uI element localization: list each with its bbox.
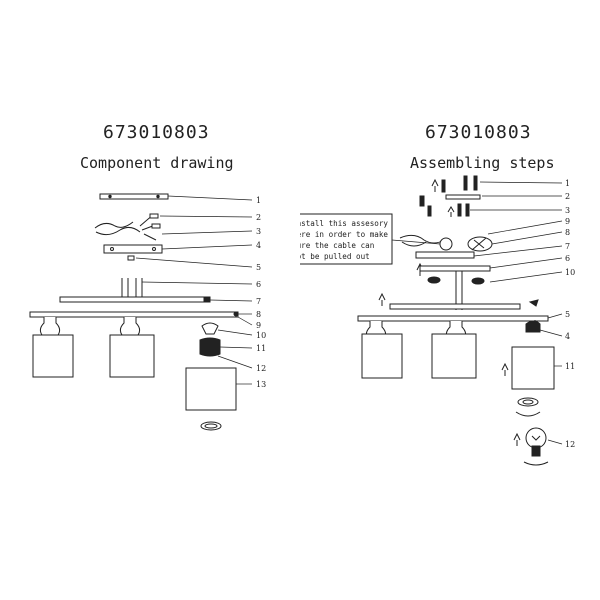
callout-4: 4 xyxy=(565,332,570,341)
callout-13: 13 xyxy=(256,380,266,389)
callout-1: 1 xyxy=(256,196,261,205)
wiring-connector xyxy=(94,213,161,241)
leader-lines xyxy=(391,181,563,445)
assembling-steps-panel: 673010803 Assembling steps xyxy=(300,0,600,600)
shades-left xyxy=(32,317,237,431)
note-line-4: not be pulled out xyxy=(300,252,370,261)
screws-arrows xyxy=(419,175,481,217)
component-drawing-panel: 673010803 Component drawing xyxy=(29,122,266,431)
callout-9: 9 xyxy=(565,217,570,226)
note-line-2: here in order to make xyxy=(300,230,388,239)
note-line-3: sure the cable can xyxy=(300,241,374,250)
callout-10: 10 xyxy=(256,331,266,340)
callout-3: 3 xyxy=(256,227,261,236)
callout-12: 12 xyxy=(256,364,266,373)
component-exploded-view xyxy=(29,193,253,431)
callout-2: 2 xyxy=(565,192,570,201)
note-line-1: Install this assesory xyxy=(300,219,388,228)
callout-7: 7 xyxy=(256,297,261,306)
callout-9: 9 xyxy=(256,321,261,330)
callout-8: 8 xyxy=(565,228,570,237)
callout-3: 3 xyxy=(565,206,570,215)
callout-6: 6 xyxy=(565,254,570,263)
callout-2: 2 xyxy=(256,213,261,222)
callout-8: 8 xyxy=(256,310,261,319)
callout-12: 12 xyxy=(565,440,575,449)
leader-lines xyxy=(135,195,253,385)
callout-7: 7 xyxy=(565,242,570,251)
model-number: 673010803 xyxy=(103,122,210,143)
callout-11: 11 xyxy=(565,362,575,371)
panel-title: Assembling steps xyxy=(410,154,555,172)
callout-10: 10 xyxy=(565,268,575,277)
callout-11: 11 xyxy=(256,344,266,353)
callout-numbers: 1 2 3 4 5 6 7 8 9 10 11 12 13 xyxy=(256,196,266,389)
model-number: 673010803 xyxy=(425,122,532,143)
callout-1: 1 xyxy=(565,179,570,188)
callout-4: 4 xyxy=(256,241,261,250)
panel-title: Component drawing xyxy=(80,154,234,172)
assembly-exploded-view xyxy=(300,175,563,466)
note-box xyxy=(300,213,393,265)
callout-5: 5 xyxy=(565,310,570,319)
callout-5: 5 xyxy=(256,263,261,272)
callout-numbers: 1 2 3 9 8 7 6 10 5 4 11 12 xyxy=(565,179,575,449)
assembly-note: Install this assesory here in order to m… xyxy=(300,219,388,261)
shades xyxy=(361,320,555,466)
ceiling-plate xyxy=(99,193,169,200)
callout-6: 6 xyxy=(256,280,261,289)
